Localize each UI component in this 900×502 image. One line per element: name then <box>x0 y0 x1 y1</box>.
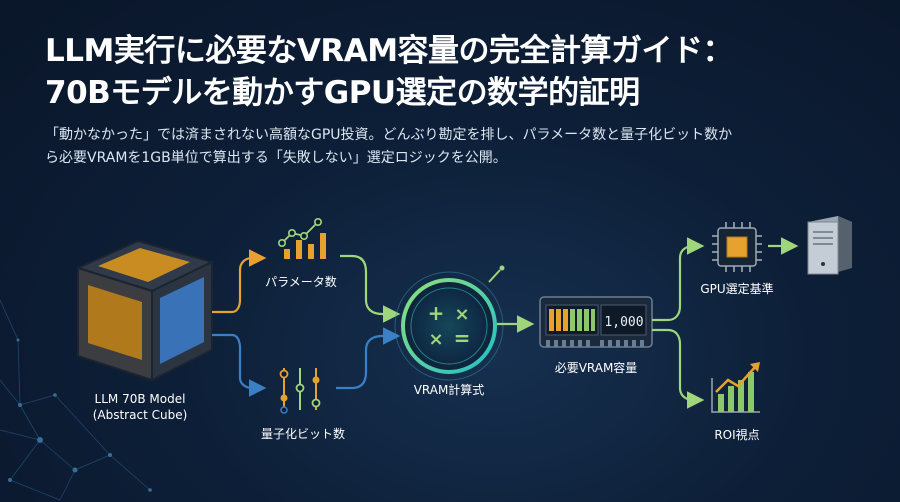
formula-plus-symbol: + <box>428 301 445 325</box>
gpu-label: GPU選定基準 <box>700 281 773 296</box>
title-line-1: LLM実行に必要なVRAM容量の完全計算ガイド： <box>45 33 734 69</box>
server-tower-icon <box>807 216 852 275</box>
quantization-label: 量子化ビット数 <box>261 426 345 441</box>
model-label-line-2: (Abstract Cube) <box>93 408 188 422</box>
arrow-vram-to-gpu <box>652 237 705 322</box>
vram-formula-node: + × × = <box>394 265 505 381</box>
subtitle-line-2: ら必要VRAMを1GB単位で算出する「失敗しない」選定ロジックを公開。 <box>45 150 507 166</box>
vram-label: 必要VRAM容量 <box>555 360 638 375</box>
vram-memory-module-icon: 1,000 <box>539 296 653 348</box>
subtitle-line-1: 「動かなかった」では済まされない高額なGPU投資。どんぶり勘定を排し、パラメータ… <box>45 127 733 143</box>
vram-readout: 1,000 <box>604 315 643 330</box>
llm-model-cube <box>75 239 215 382</box>
page-title: LLM実行に必要なVRAM容量の完全計算ガイド： 70Bモデルを動かすGPU選定… <box>45 30 865 114</box>
title-line-2: 70Bモデルを動かすGPU選定の数学的証明 <box>45 75 640 111</box>
formula-times-symbol: × <box>454 304 469 325</box>
parameters-label: パラメータ数 <box>265 274 337 289</box>
arrow-cube-to-quantization <box>212 333 267 397</box>
model-label-line-1: LLM 70B Model <box>95 392 186 406</box>
network-mesh-decoration <box>0 299 152 501</box>
roi-growth-chart-icon <box>711 362 760 413</box>
page-subtitle: 「動かなかった」では済まされない高額なGPU投資。どんぶり勘定を排し、パラメータ… <box>45 124 855 170</box>
parameters-chart-icon <box>277 218 326 259</box>
formula-equals-symbol: = <box>454 326 471 350</box>
arrow-cube-to-parameters <box>212 249 267 314</box>
quantization-sliders-icon <box>279 368 321 414</box>
formula-times-symbol-2: × <box>428 329 443 350</box>
roi-label: ROI視点 <box>714 427 759 442</box>
gpu-chip-icon <box>712 222 762 272</box>
arrow-vram-to-roi <box>652 328 705 409</box>
arrow-quantization-to-formula <box>336 327 401 390</box>
formula-label: VRAM計算式 <box>414 382 485 397</box>
arrow-parameters-to-formula <box>340 254 401 323</box>
